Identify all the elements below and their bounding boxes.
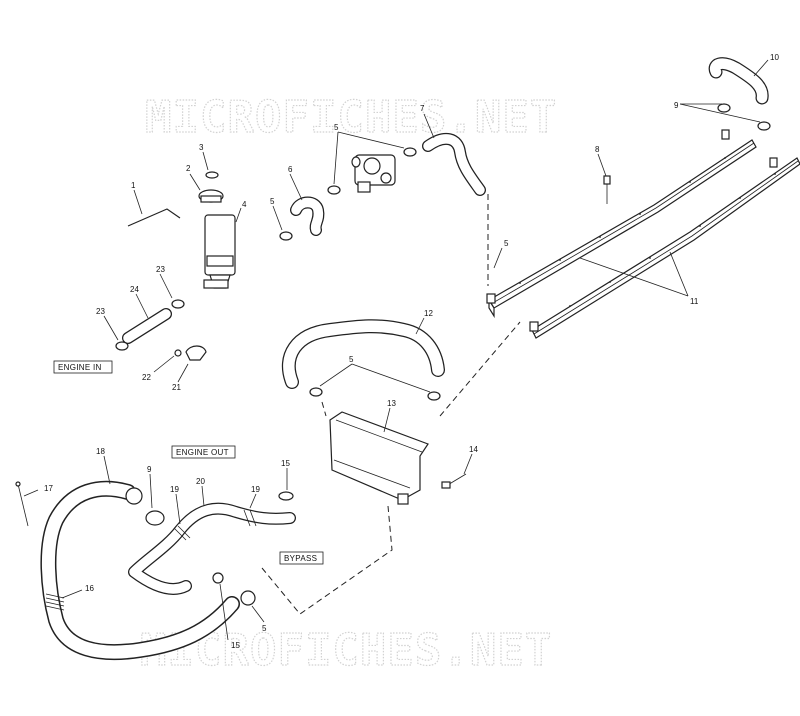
callout-24: 24 — [130, 285, 139, 294]
callout-9-bottom: 9 — [147, 465, 152, 474]
callout-3: 3 — [199, 143, 204, 152]
engine-in-label: ENGINE IN — [58, 363, 102, 372]
heat-exchanger-rails — [486, 129, 800, 339]
callout-17: 17 — [44, 484, 53, 493]
bolt-14 — [441, 473, 467, 489]
callout-5-right: 5 — [504, 239, 509, 248]
callout-13: 13 — [387, 399, 396, 408]
tool-1 — [127, 208, 181, 227]
sleeve-9 — [145, 510, 165, 526]
engine-out-label: ENGINE OUT — [176, 448, 229, 457]
callout-7: 7 — [420, 104, 425, 113]
callout-10: 10 — [770, 53, 779, 62]
callout-15-top: 15 — [281, 459, 290, 468]
callout-2: 2 — [186, 164, 191, 173]
thermostat-housing — [351, 154, 396, 193]
hose-24 — [122, 308, 172, 344]
clamp-5-d — [309, 387, 323, 397]
fitting-18-end — [125, 487, 143, 505]
clamp-9-pair — [717, 103, 771, 131]
bypass-label: BYPASS — [284, 554, 317, 563]
clamp-23-b — [171, 299, 185, 309]
clamp-5-a — [327, 185, 341, 195]
callout-23-top: 23 — [156, 265, 165, 274]
callout-18: 18 — [96, 447, 105, 456]
bracket-21 — [185, 345, 207, 361]
bypass-label-box: BYPASS — [279, 551, 324, 565]
callout-21: 21 — [172, 383, 181, 392]
callout-5-left: 5 — [270, 197, 275, 206]
clamp-5-b — [403, 147, 417, 157]
hose-10 — [708, 57, 769, 105]
clamp-23-a — [115, 341, 129, 351]
callout-19-left: 19 — [170, 485, 179, 494]
callouts: 1 2 3 4 5 5 5 5 5 6 7 8 9 9 10 11 12 13 … — [44, 53, 779, 650]
callout-15-bottom: 15 — [231, 641, 240, 650]
callout-5-top: 5 — [334, 123, 339, 132]
leader-lines — [23, 59, 769, 641]
callout-6: 6 — [288, 165, 293, 174]
reservoir-cap — [198, 189, 224, 203]
callout-22: 22 — [142, 373, 151, 382]
heat-exchanger-13 — [329, 411, 429, 505]
clamp-15-a — [278, 491, 294, 501]
engine-in-label-box: ENGINE IN — [53, 360, 113, 374]
gasket-3 — [205, 171, 219, 179]
fitting-17 — [15, 481, 29, 527]
clamp-5-c — [279, 231, 293, 241]
sleeve-5 — [240, 590, 256, 606]
flow-lines — [261, 194, 521, 615]
bolt-8 — [603, 175, 611, 204]
callout-5-mid: 5 — [349, 355, 354, 364]
callout-9-top: 9 — [674, 101, 679, 110]
callout-8: 8 — [595, 145, 600, 154]
clamp-15-b — [212, 572, 224, 584]
hose-18-16 — [40, 480, 240, 661]
callout-19-right: 19 — [251, 485, 260, 494]
callout-5-bottom: 5 — [262, 624, 267, 633]
callout-1: 1 — [131, 181, 136, 190]
hose-7 — [422, 132, 486, 196]
hose-20 — [128, 502, 296, 595]
callout-11: 11 — [690, 297, 699, 306]
hose-6 — [290, 196, 325, 236]
clamp-5-e — [427, 391, 441, 401]
callout-14: 14 — [469, 445, 478, 454]
hose-12 — [281, 319, 445, 389]
callout-4: 4 — [242, 200, 247, 209]
coolant-reservoir — [203, 214, 236, 289]
callout-23-left: 23 — [96, 307, 105, 316]
callout-16: 16 — [85, 584, 94, 593]
engine-out-label-box: ENGINE OUT — [171, 445, 236, 459]
callout-12: 12 — [424, 309, 433, 318]
callout-20: 20 — [196, 477, 205, 486]
washer-22 — [174, 349, 182, 357]
